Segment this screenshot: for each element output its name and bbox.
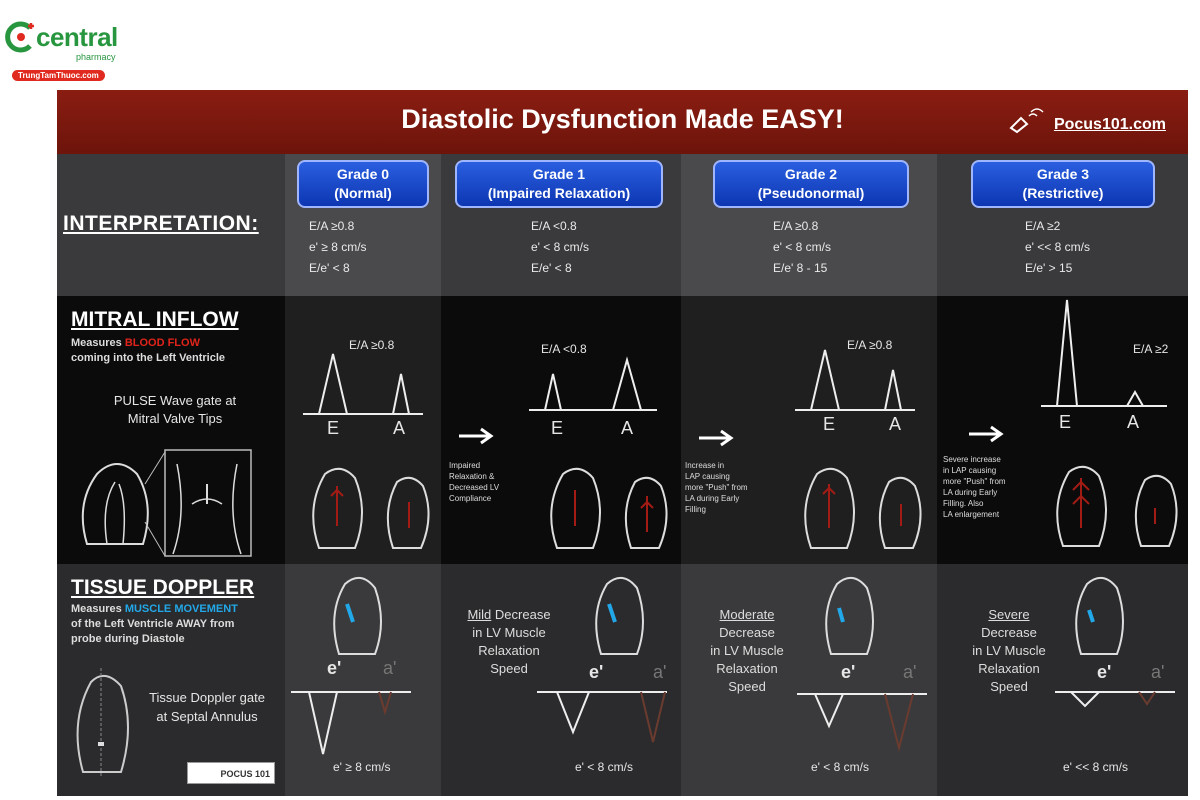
grade-1-lv-icon	[595, 577, 644, 655]
arrow-right-icon	[699, 429, 734, 447]
grade-2-tissue-waveform	[797, 693, 927, 752]
tissue-doppler-heading: TISSUE DOPPLER	[71, 576, 255, 599]
septal-annulus-illustration	[76, 668, 129, 778]
infographic-poster: Diastolic Dysfunction Made EASY! Pocus10…	[57, 90, 1188, 796]
grade-3-speed: e' << 8 cm/s	[1063, 760, 1128, 774]
grade-3-mitral-waveform	[1041, 299, 1167, 407]
central-pharmacy-logo: central pharmacy TrungTamThuoc.com	[5, 20, 136, 84]
grade-2-speed: e' < 8 cm/s	[811, 760, 869, 774]
logo-site: TrungTamThuoc.com	[12, 70, 105, 81]
grade-2-heart-icon	[804, 467, 922, 549]
pocus101-badge: POCUS 101	[187, 762, 275, 784]
grade-1-heart-icon	[550, 467, 668, 549]
interpretation-row: INTERPRETATION: Grade 0(Normal) E/A ≥0.8…	[57, 154, 1188, 296]
grade-1-speed: e' < 8 cm/s	[575, 760, 633, 774]
mitral-valve-illustration	[81, 449, 252, 557]
grade-3-heart-icon	[1056, 465, 1178, 547]
grade-1-tissue-waveform	[537, 691, 667, 743]
mitral-inflow-heading: MITRAL INFLOW	[71, 308, 239, 331]
grade-2-lv-icon	[825, 577, 874, 655]
logo-sub: pharmacy	[76, 52, 116, 62]
grade-3-tissue-waveform	[1055, 691, 1175, 708]
poster-title: Diastolic Dysfunction Made EASY!	[401, 104, 844, 134]
grade-0-heart-icon	[312, 467, 430, 549]
grade-2-button[interactable]: Grade 2(Pseudonormal)	[713, 160, 909, 208]
grade-0-ea-ratio: E/A ≥0.8	[349, 338, 395, 352]
grade-1-ea-ratio: E/A <0.8	[541, 342, 587, 356]
grade-0-mitral-waveform	[303, 353, 423, 415]
grade-3-button[interactable]: Grade 3(Restrictive)	[971, 160, 1155, 208]
site-link[interactable]: Pocus101.com	[1053, 116, 1166, 133]
title-banner: Diastolic Dysfunction Made EASY! Pocus10…	[57, 90, 1188, 154]
probe-icon	[1009, 108, 1044, 134]
arrow-right-icon	[969, 425, 1004, 443]
grade-0-speed: e' ≥ 8 cm/s	[333, 760, 391, 774]
arrow-right-icon	[459, 427, 494, 445]
grade-1-button[interactable]: Grade 1(Impaired Relaxation)	[455, 160, 663, 208]
logo-brand: central	[36, 22, 118, 52]
grade-2-mitral-waveform	[795, 349, 915, 411]
e-wave-label: E	[327, 418, 340, 438]
grade-3-ea-ratio: E/A ≥2	[1133, 342, 1169, 356]
logo-icon	[5, 21, 34, 53]
grade-0-button[interactable]: Grade 0(Normal)	[297, 160, 429, 208]
grade-0-tissue-waveform	[291, 691, 411, 755]
interpretation-label: INTERPRETATION:	[63, 212, 259, 235]
grade-3-lv-icon	[1075, 577, 1124, 655]
a-wave-label: A	[393, 418, 406, 438]
grade-2-ea-ratio: E/A ≥0.8	[847, 338, 893, 352]
grade-0-lv-icon	[333, 577, 382, 655]
grade-1-mitral-waveform	[529, 356, 657, 411]
